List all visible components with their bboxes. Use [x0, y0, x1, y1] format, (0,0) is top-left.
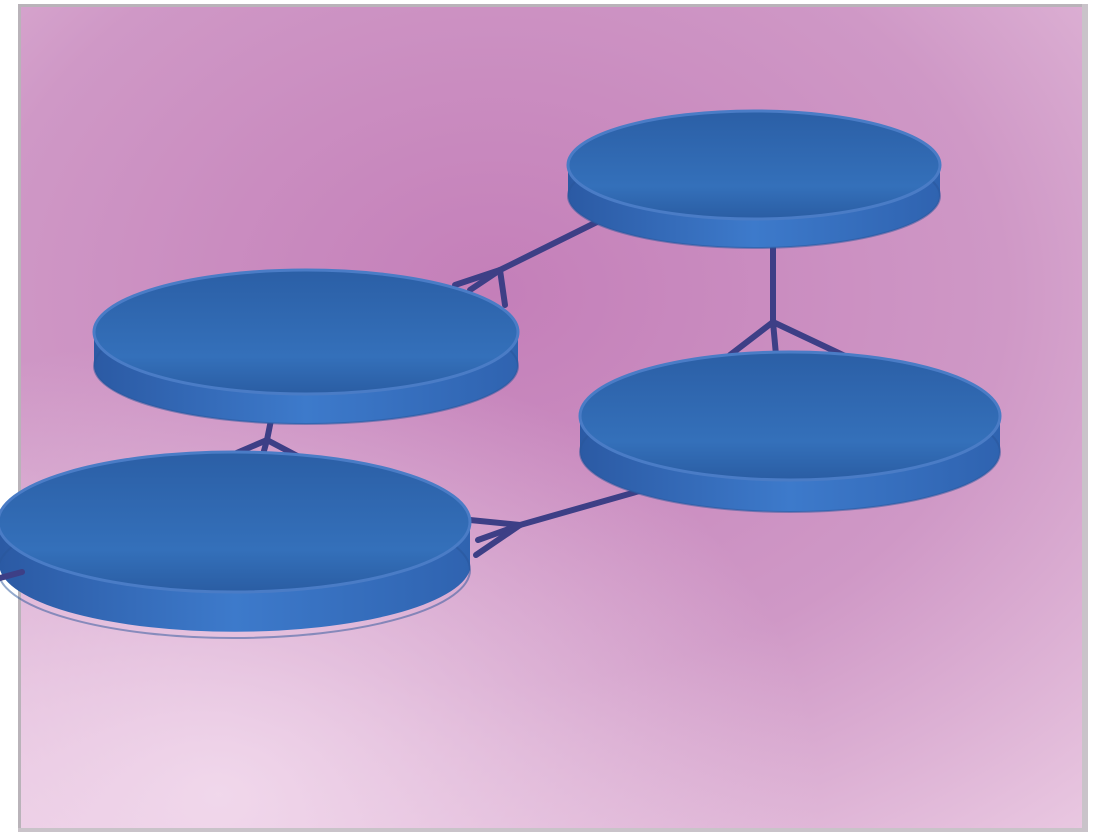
frame-outside-left [0, 0, 18, 836]
frame-outside-bottom [0, 832, 1096, 836]
frame-top-edge [18, 4, 1088, 7]
frame-left-edge [18, 4, 21, 834]
frame-outside-right [1088, 0, 1096, 836]
disc-middle-left [94, 270, 518, 424]
frame-outside-top [0, 0, 1096, 4]
disc-top-right [568, 111, 940, 248]
disc-bottom-left [0, 452, 470, 638]
disc-middle-right [580, 352, 1000, 512]
frame-bottom-edge [18, 828, 1088, 832]
frame-right-edge [1082, 4, 1088, 834]
